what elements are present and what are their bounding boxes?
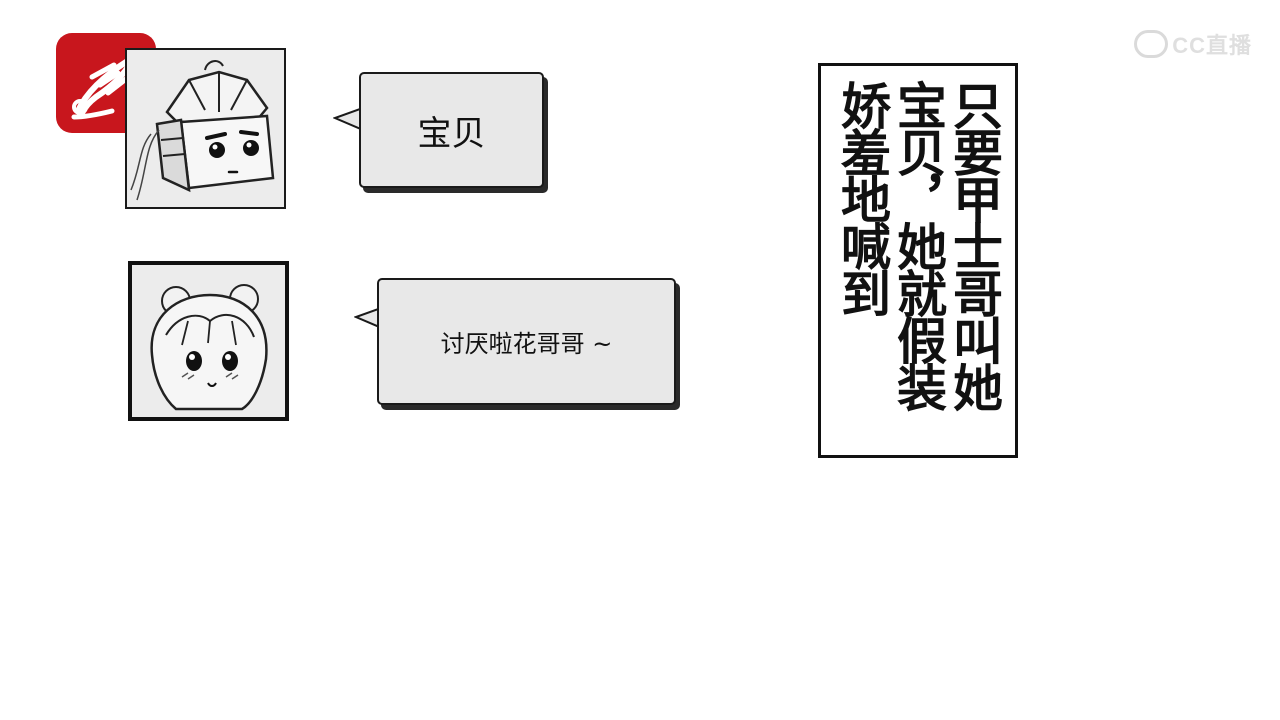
cc-watermark: CC直播 xyxy=(1134,28,1252,60)
cc-watermark-icon xyxy=(1134,30,1169,58)
caption-column-2: 宝贝，她就假装 xyxy=(889,80,947,409)
speech-text-girl: 讨厌啦花哥哥 ~ xyxy=(440,330,613,358)
watermark-text: CC直播 xyxy=(1172,33,1252,58)
speech-text-warrior: 宝贝 xyxy=(417,113,486,154)
vertical-caption-box: 只要甲士哥叫她 宝贝，她就假装 娇羞地喊到 xyxy=(818,63,1018,458)
armored-warrior-avatar xyxy=(125,48,286,209)
caption-column-1: 只要甲士哥叫她 xyxy=(945,80,1003,409)
caption-column-3: 娇羞地喊到 xyxy=(833,80,891,315)
speech-bubble-girl: 讨厌啦花哥哥 ~ xyxy=(377,278,676,405)
girl-avatar xyxy=(128,261,289,421)
speech-bubble-warrior: 宝贝 xyxy=(359,72,544,188)
